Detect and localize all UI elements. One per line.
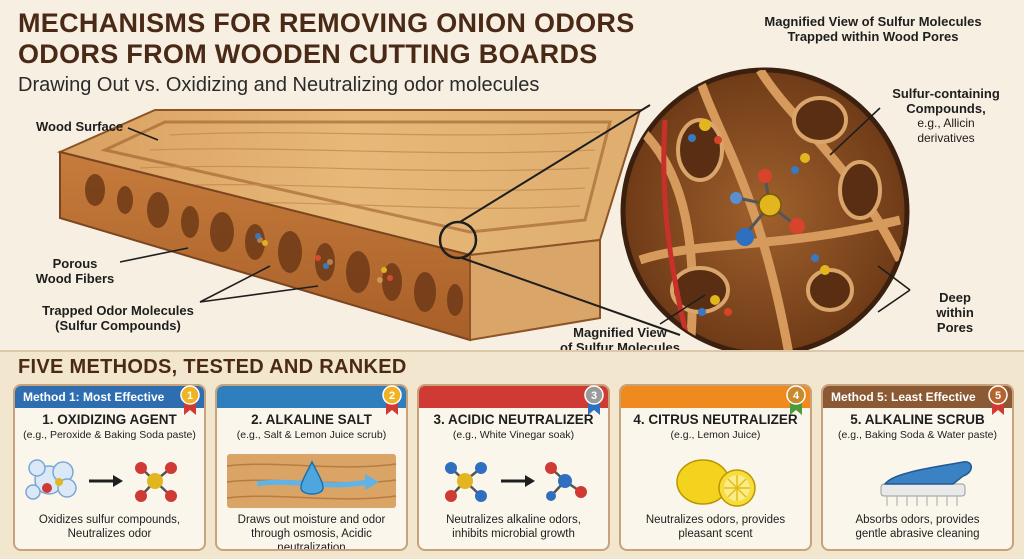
trapped-molecules-label: Trapped Odor Molecules (Sulfur Compounds… [28,303,208,333]
method-card-3-desc-1: Neutralizes alkaline odors, [446,514,581,526]
magnified-bottom-line-1: Magnified View [573,325,667,340]
method-card-4-band [621,386,810,408]
method-card-4: 4. Citrus Neutralizer (e.g., Lemon Juice… [619,384,812,551]
rank-badge-4: 4 [786,385,806,415]
porous-line-1: Porous [52,256,98,271]
deep-line-2: within [936,305,974,320]
method-card-3-desc: Neutralizes alkaline odors, inhibits mic… [423,513,604,541]
porous-fibers-label: Porous Wood Fibers [30,256,120,286]
method-card-1-band: Method 1: Most Effective [15,386,204,408]
scrub-brush-icon [880,461,972,506]
method-card-5-band: Method 5: Least Effective [823,386,1012,408]
method-card-4-desc: Neutralizes odors, provides pleasant sce… [625,513,806,541]
sulfur-compounds-label: Sulfur-containing Compounds, e.g., Allic… [876,86,1016,146]
method-card-2-name: 2. Alkaline Salt [251,412,372,427]
salt-osmosis-art [226,454,397,508]
sulfur-sub-1: e.g., Allicin [917,116,975,130]
oxidizing-reaction-art [25,459,177,502]
method-card-4-example: (e.g., Lemon Juice) [670,429,761,441]
method-card-5-example: (e.g., Baking Soda & Water paste) [838,429,997,441]
sulfur-sub-2: derivatives [917,131,975,145]
method-card-5-desc: Absorbs odors, provides gentle abrasive … [827,513,1008,541]
rank-badge-2: 2 [382,385,402,415]
method-card-3-example: (e.g., White Vinegar soak) [452,429,575,441]
method-card-1-desc-1: Oxidizes sulfur compounds, [38,514,181,526]
method-card-2-desc-1: Draws out moisture and odor [237,514,386,526]
method-card-2-desc: Draws out moisture and odor through osmo… [221,513,402,551]
method-card-2-example: (e.g., Salt & Lemon Juice scrub) [236,429,387,441]
rank-badge-4-text: 4 [793,390,800,402]
rank-badge-5: 5 [988,385,1008,415]
method-card-1-desc-2: Neutralizes odor [67,528,152,540]
rank-badge-5-text: 5 [995,390,1001,402]
method-card-4-desc-2: pleasant scent [678,528,753,540]
magnified-top-line-2: Trapped within Wood Pores [787,29,959,44]
method-card-5-name: 5. Alkaline Scrub [850,412,985,427]
method-card-3: 3. Acidic Neutralizer (e.g., White Vineg… [417,384,610,551]
method-card-1-example: (e.g., Peroxide & Baking Soda paste) [23,429,196,441]
method-card-1-desc: Oxidizes sulfur compounds, Neutralizes o… [19,513,200,541]
rank-badge-3: 3 [584,385,604,415]
lemon-art [676,459,756,507]
deep-line-3: Pores [936,320,974,335]
method-card-1: Method 1: Most Effective 1. Oxidizing Ag… [13,384,206,551]
rank-badge-2-text: 2 [389,390,395,402]
method-card-2: 2. Alkaline Salt (e.g., Salt & Lemon Jui… [215,384,408,551]
rank-badge-1: 1 [180,385,200,415]
method-card-3-desc-2: inhibits microbial growth [452,528,575,540]
section-divider [0,350,1024,352]
magnified-top-line-1: Magnified View of Sulfur Molecules [764,14,982,29]
porous-line-2: Wood Fibers [35,271,115,286]
method-card-5: Method 5: Least Effective 5. Alkaline Sc… [821,384,1014,551]
title-line-2: Odors from Wooden Cutting Boards [18,39,598,69]
method-card-4-desc-1: Neutralizes odors, provides [645,514,786,526]
method-card-5-desc-2: gentle abrasive cleaning [855,528,980,540]
rank-badge-1-text: 1 [187,390,193,402]
method-card-2-band [217,386,406,408]
method-card-2-desc-2: through osmosis, Acidic neutralization [251,528,372,551]
sulfur-line-2: Compounds, [906,101,986,116]
deep-line-1: Deep [939,290,971,305]
method-card-3-name: 3. Acidic Neutralizer [433,412,594,427]
magnified-top-label: Magnified View of Sulfur Molecules Trapp… [738,14,1008,44]
method-card-1-name: 1. Oxidizing Agent [42,412,177,427]
rank-badge-3-text: 3 [591,390,597,402]
page-subtitle: Drawing Out vs. Oxidizing and Neutralizi… [18,74,540,96]
method-card-4-name: 4. Citrus Neutralizer [633,412,798,427]
sulfur-line-1: Sulfur-containing [892,86,1000,101]
title-line-1: Mechanisms for Removing Onion Odors [18,8,635,38]
cutting-board-illustration [56,67,911,350]
method-card-3-band [419,386,608,408]
acidic-reaction-art [445,462,587,502]
trapped-line-2: (Sulfur Compounds) [55,318,181,333]
wood-surface-label: Wood Surface [36,119,124,134]
section-title: Five Methods, Tested and Ranked [18,356,407,378]
deep-pores-label: Deep within Pores [920,290,990,335]
method-card-5-desc-1: Absorbs odors, provides [855,514,980,526]
trapped-line-1: Trapped Odor Molecules [42,303,194,318]
page-title: Mechanisms for Removing Onion Odors Odor… [18,8,658,70]
